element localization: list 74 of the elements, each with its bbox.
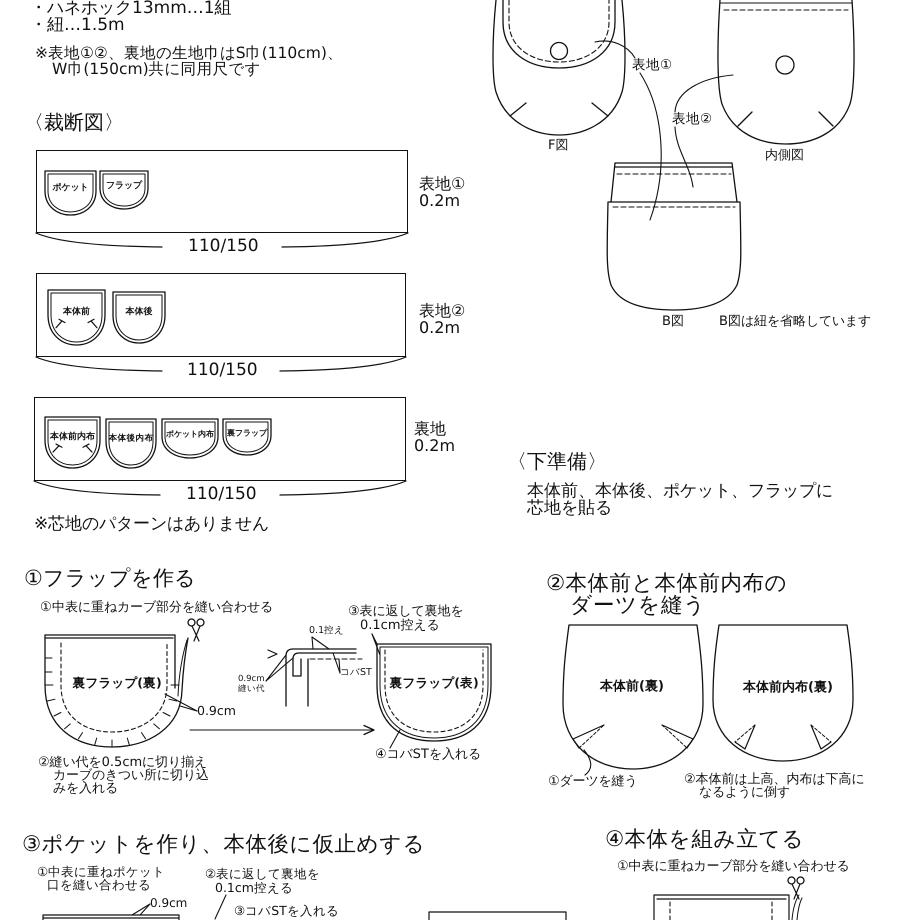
step-heading: ④本体を組み立てる (605, 828, 804, 852)
leader-line (179, 705, 198, 712)
body-piece (712, 624, 854, 762)
leader-line (265, 654, 287, 682)
arrow (189, 724, 375, 736)
callout-text: 表地① (632, 58, 672, 74)
fabric-label: 表地② (419, 302, 466, 320)
instruction-text: ②縫い代を0.5cmに切り揃えカーブのきつい所に切り込みを入れる (38, 756, 210, 795)
pattern-piece: フラップ (99, 170, 149, 210)
piece-label: 本体前 (63, 308, 90, 318)
leader-line (338, 658, 341, 674)
piece-label: 本体前内布 (50, 433, 95, 444)
section-title: 〈下準備〉 (507, 450, 607, 472)
leader-line (214, 894, 227, 920)
instruction-text: 本体前、本体後、ポケット、フラップに芯地を貼る (527, 483, 834, 517)
note-text: ※表地①②、裏地の生地巾はS巾(110cm)、W巾(150cm)共に同用尺です (35, 45, 344, 78)
fabric-length: 0.2m (419, 319, 460, 337)
instruction-text: ④コバSTを入れる (375, 748, 481, 763)
instruction-text: ②本体前は上高、内布は下高になるように倒す (684, 773, 866, 799)
list-item: ・紐…1.5m (30, 17, 125, 34)
pattern-piece: 裏フラップ (222, 418, 272, 456)
callout-text: 表地② (672, 112, 712, 128)
pattern-piece: ポケット (44, 170, 97, 216)
measurement-label: 0.9cm (197, 704, 236, 718)
pattern-piece: ポケット内布 (161, 418, 219, 459)
leader-line (674, 126, 694, 188)
leader-line (332, 652, 341, 674)
callout-text: コバST (340, 668, 372, 679)
pattern-piece (47, 289, 106, 346)
measurement-label: 0.9cm縫い代 (238, 675, 266, 695)
section-title: 〈裁断図〉 (24, 111, 124, 134)
dimension-text: 110/150 (186, 485, 257, 504)
callout-text: 0.1控え (309, 626, 344, 637)
leader-line (164, 693, 198, 712)
step-heading: ①フラップを作る (24, 567, 196, 591)
step-heading: ②本体前と本体前内布のダーツを縫う (546, 573, 788, 616)
instruction-text: ②表に返して裏地を0.1cm控える (205, 867, 321, 894)
instruction-text: ①中表に重ねカーブ部分を縫い合わせる (40, 601, 273, 616)
instruction-text: ③コバSTを入れる (234, 904, 339, 918)
pattern-piece (44, 416, 101, 469)
figure-caption: 内側図 (765, 149, 804, 164)
dimension-text: 110/150 (187, 361, 258, 380)
figure-caption: B図 (662, 315, 684, 330)
leader-line (371, 633, 381, 656)
instruction-text: ③表に返して裏地を0.1cm控える (348, 605, 469, 634)
instruction-text: ①中表に重ねカーブ部分を縫い合わせる (617, 860, 850, 875)
measurement-label: 0.9cm (150, 897, 188, 910)
piece-label: 本体前(裏) (600, 680, 664, 694)
leader-line (389, 729, 401, 749)
fabric-label: 表地① (419, 175, 466, 193)
figure-caption: F図 (548, 139, 568, 154)
fabric-label: 裏地 (414, 420, 446, 438)
flap-piece: 裏フラップ(裏) (40, 630, 190, 752)
instruction-text: ①中表に重ねポケット口を縫い合わせる (37, 866, 166, 891)
leader-line (583, 749, 592, 776)
piece-label: 本体前内布(裏) (743, 680, 833, 696)
fabric-length: 0.2m (414, 437, 456, 455)
fabric-length: 0.2m (419, 192, 460, 210)
note-text: B図は紐を省略しています (719, 315, 871, 330)
leader-line (311, 636, 330, 650)
instruction-text: ①ダーツを縫う (548, 775, 638, 790)
list-item: ・ハネホック13mm…1組 (30, 0, 232, 17)
body-piece (562, 624, 704, 770)
leader-line (265, 657, 294, 682)
dimension-text: 110/150 (188, 237, 259, 256)
leader-line (639, 72, 662, 221)
leader-line (594, 40, 636, 59)
step-heading: ③ポケットを作り、本体後に仮止めする (22, 833, 426, 858)
note-text: ※芯地のパターンはありません (34, 515, 270, 534)
leader-line (139, 903, 151, 916)
leader-line (131, 903, 151, 916)
pattern-piece: 本体後 (112, 291, 166, 344)
leader-line (311, 636, 314, 650)
leader-line (674, 74, 734, 113)
